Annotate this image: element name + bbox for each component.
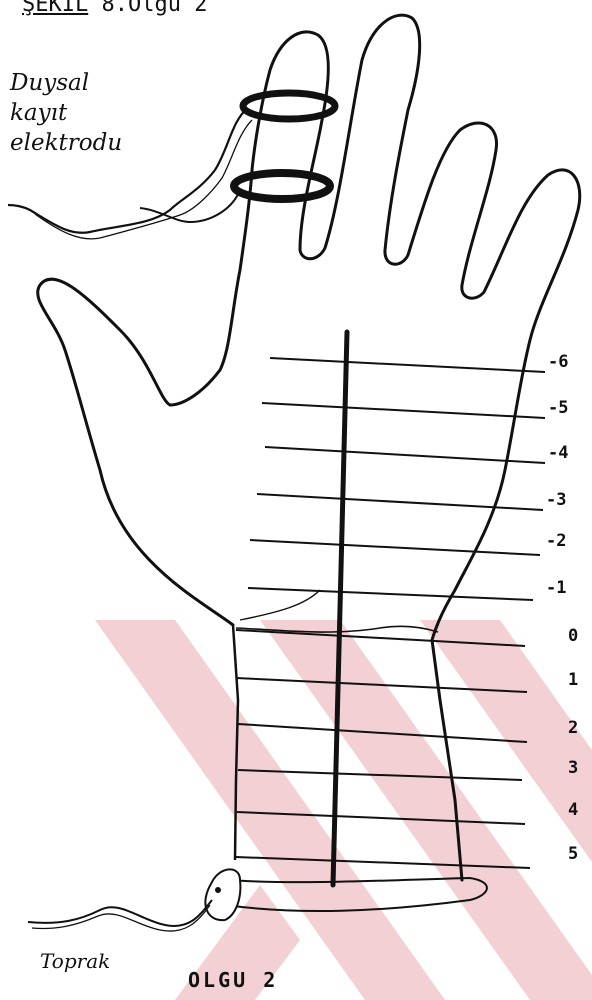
figure-title-suffix: 8.Olgu 2 — [101, 0, 207, 17]
ground-label: Toprak — [40, 951, 110, 971]
scale-line-5 — [250, 540, 540, 555]
scale-tick-label: 5 — [568, 846, 578, 863]
figure-title-prefix: ŞEKİL — [22, 0, 88, 17]
scale-line-6 — [248, 588, 533, 600]
scale-tick-label: 0 — [568, 628, 578, 645]
ring-electrodes — [234, 93, 335, 199]
ground-electrode — [205, 869, 240, 920]
scale-tick-label: -2 — [546, 533, 566, 550]
scale-line-3 — [265, 447, 545, 463]
ground-electrode-center — [215, 887, 221, 893]
stimulation-axis — [333, 332, 347, 885]
watermark — [95, 620, 592, 1000]
ring-electrode-proximal — [234, 173, 330, 199]
ring-electrode-distal — [243, 93, 335, 119]
sensory-electrode-label-line1: Duysal — [10, 68, 180, 98]
scale-line-4 — [257, 494, 543, 510]
scale-line-1 — [270, 358, 545, 372]
figure-caption: OLGU 2 — [188, 970, 278, 990]
sensory-electrode-label-line3: elektrodu — [10, 128, 180, 158]
scale-tick-label: -3 — [546, 492, 566, 509]
ground-wire — [28, 900, 212, 926]
figure-title: ŞEKİL 8.Olgu 2 — [22, 0, 207, 16]
scale-tick-label: -5 — [548, 400, 568, 417]
scale-tick-label: -6 — [548, 354, 568, 371]
scale-tick-label: 4 — [568, 802, 578, 819]
scale-tick-label: 3 — [568, 760, 578, 777]
scale-tick-label: -4 — [548, 445, 568, 462]
scale-tick-label: 1 — [568, 672, 578, 689]
sensory-electrode-label: Duysal kayıt elektrodu — [10, 68, 180, 158]
scale-line-2 — [262, 403, 545, 418]
scale-tick-label: -1 — [546, 580, 566, 597]
scale-tick-label: 2 — [568, 720, 578, 737]
sensory-electrode-label-line2: kayıt — [10, 98, 180, 128]
palm-crease — [240, 590, 320, 620]
